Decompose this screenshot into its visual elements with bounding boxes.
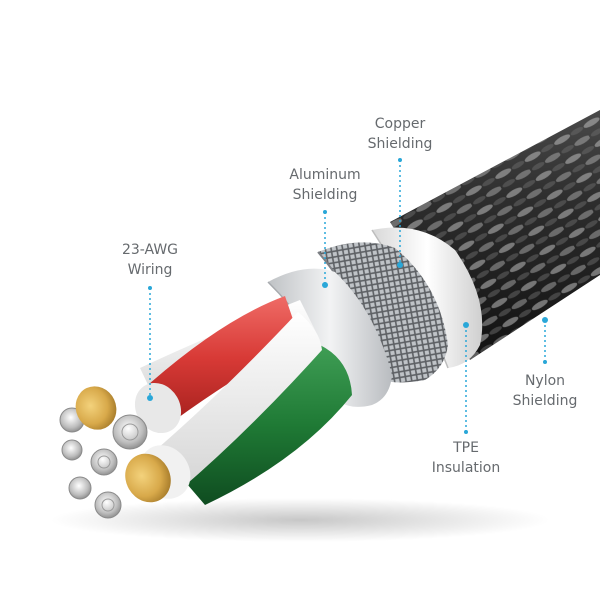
green-wire xyxy=(175,345,352,505)
wire-strand-ends xyxy=(59,407,148,519)
tpe-insulation-label: TPE Insulation xyxy=(432,438,500,478)
nylon-leader-dot xyxy=(542,317,548,323)
callout-leaders xyxy=(147,158,548,434)
nylon-shielding-label-line2: Shielding xyxy=(512,393,578,409)
red-wire xyxy=(134,296,300,434)
floor-shadow xyxy=(50,498,550,542)
aluminum-shielding-label: Aluminum Shielding xyxy=(289,165,360,205)
copper-shielding-label-line2: Shielding xyxy=(367,136,433,152)
copper-shielding-label: Copper Shielding xyxy=(368,114,433,154)
tpe-leader-dot xyxy=(463,322,469,328)
aluminum-leader-dot xyxy=(322,282,328,288)
tpe-insulation-label-line2: Insulation xyxy=(431,460,501,476)
aluminum-shielding-label-line2: Shielding xyxy=(292,187,358,203)
awg-wiring-label-line2: Wiring xyxy=(127,262,173,278)
awg-wiring-label: 23-AWG Wiring xyxy=(122,240,178,280)
nylon-shielding-label-line1: Nylon xyxy=(524,373,566,389)
nylon-shielding-label: Nylon Shielding xyxy=(513,371,578,411)
aluminum-shielding-label-line1: Aluminum xyxy=(289,167,361,183)
awg-wiring-label-line1: 23-AWG xyxy=(121,242,179,258)
copper-shielding-label-line1: Copper xyxy=(374,116,426,132)
wiring-leader-dot xyxy=(147,395,153,401)
gold-plated-tips xyxy=(75,386,171,503)
tpe-insulation-label-line1: TPE xyxy=(453,440,479,456)
copper-leader-dot xyxy=(397,262,403,268)
